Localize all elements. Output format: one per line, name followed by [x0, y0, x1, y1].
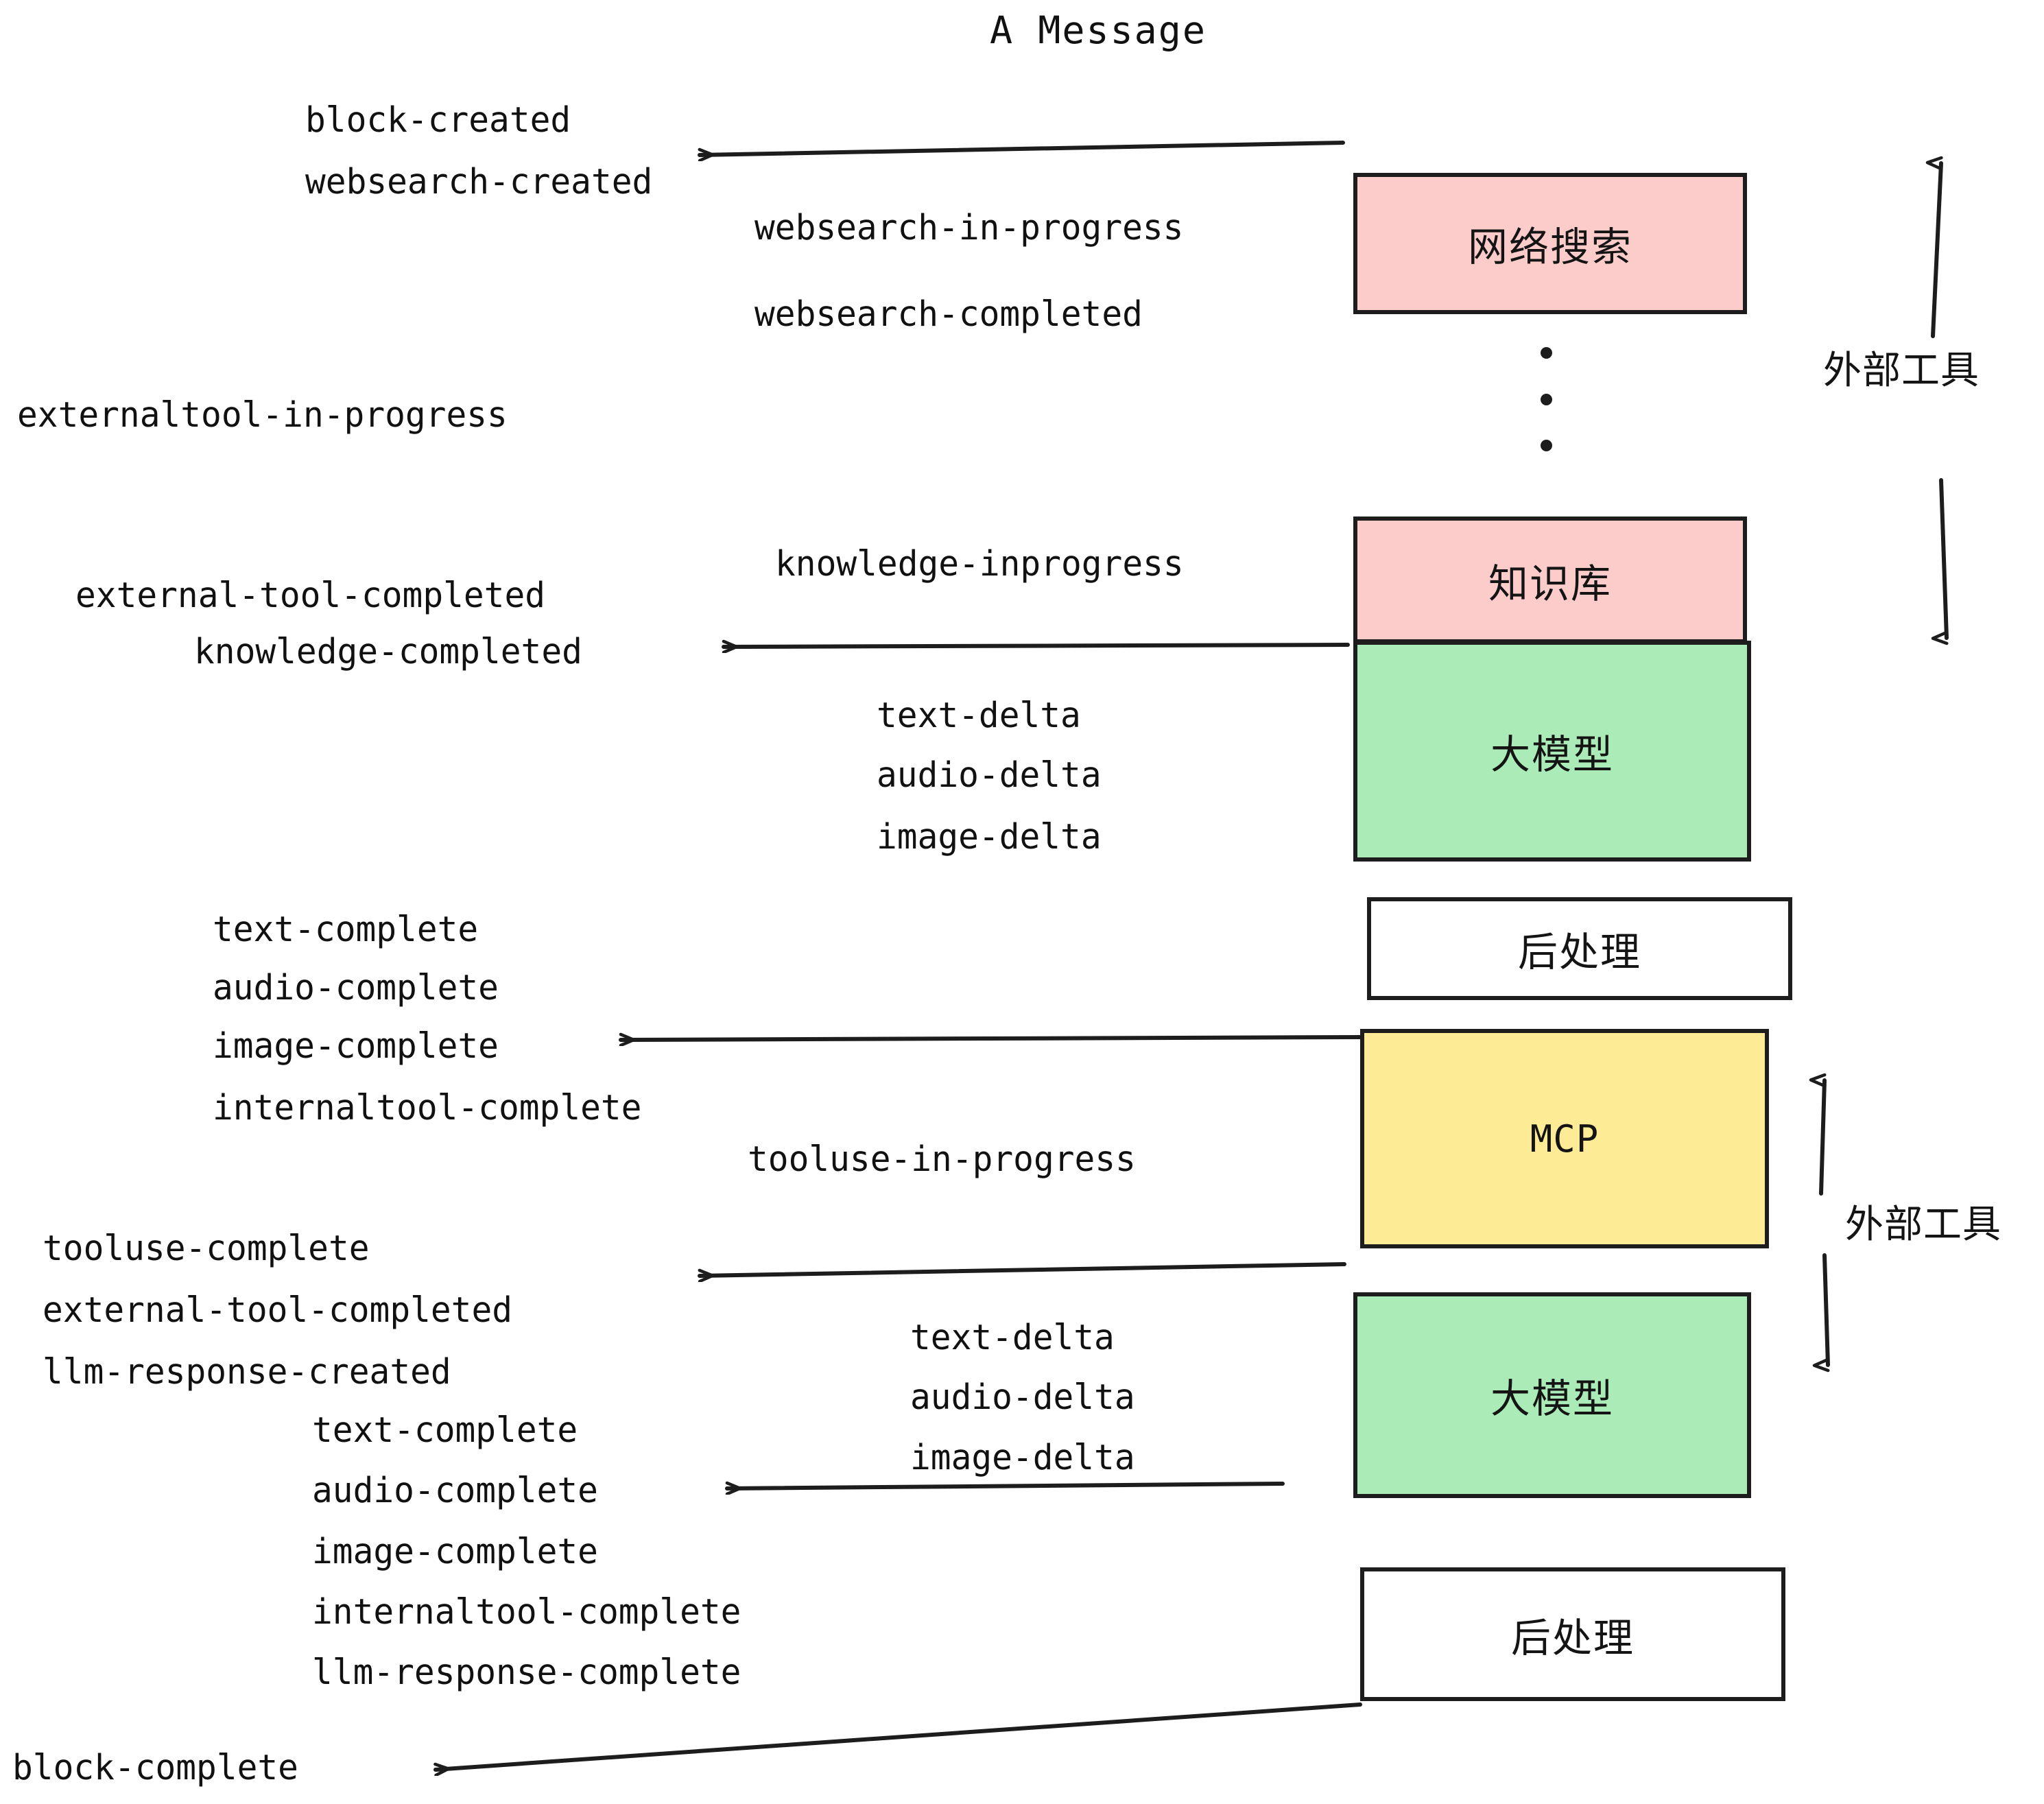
node-knowledge[interactable]: 知识库	[1353, 517, 1747, 643]
event-text-delta-1: text-delta	[877, 696, 1081, 736]
event-tooluse-complete: tooluse-complete	[43, 1229, 370, 1269]
node-websearch-label: 网络搜索	[1467, 224, 1632, 270]
bracket-label-external-tool-lower: 外部工具	[1845, 1202, 2001, 1247]
bracket-arrow-up-external-tool-upper	[1933, 163, 1943, 338]
event-image-complete-2: image-complete	[312, 1532, 598, 1572]
event-knowledge-inprogress: knowledge-inprogress	[775, 544, 1184, 584]
event-tooluse-in-progress: tooluse-in-progress	[748, 1139, 1136, 1180]
event-internaltool-complete-2: internaltool-complete	[312, 1592, 741, 1633]
arrow-mcp-to-tooluse-complete	[698, 1262, 1346, 1276]
vertical-ellipsis	[1540, 347, 1552, 451]
event-audio-delta-2: audio-delta	[910, 1377, 1135, 1418]
event-image-delta-1: image-delta	[877, 817, 1102, 857]
ellipsis-dot	[1540, 347, 1552, 359]
event-block-created: block-created	[305, 100, 571, 141]
event-audio-complete-2: audio-complete	[312, 1471, 598, 1511]
node-mcp[interactable]: MCP	[1360, 1029, 1769, 1248]
bracket-arrow-down-external-tool-upper	[1941, 478, 1949, 638]
node-llm-lower-label: 大模型	[1490, 1375, 1614, 1422]
event-audio-complete-1: audio-complete	[213, 968, 499, 1008]
node-knowledge-label: 知识库	[1488, 560, 1612, 607]
node-mcp-label: MCP	[1530, 1117, 1600, 1161]
arrow-websearch-to-created	[698, 141, 1345, 155]
node-llm-lower[interactable]: 大模型	[1353, 1292, 1751, 1498]
node-llm-upper[interactable]: 大模型	[1353, 641, 1751, 862]
event-block-complete: block-complete	[12, 1748, 298, 1788]
node-websearch[interactable]: 网络搜索	[1353, 173, 1747, 314]
node-postprocess-upper-label: 后处理	[1517, 929, 1641, 975]
event-llm-response-created: llm-response-created	[43, 1352, 451, 1392]
arrow-knowledge-to-completed	[722, 645, 1350, 647]
arrow-postprocess-to-block-complete	[433, 1702, 1362, 1770]
node-postprocess-lower-label: 后处理	[1510, 1614, 1635, 1661]
event-websearch-created: websearch-created	[305, 162, 653, 202]
bracket-arrow-up-external-tool-lower	[1821, 1080, 1827, 1196]
event-websearch-in-progress: websearch-in-progress	[754, 208, 1184, 248]
node-postprocess-lower[interactable]: 后处理	[1360, 1567, 1785, 1701]
bracket-arrow-down-external-tool-lower	[1825, 1253, 1830, 1365]
arrow-postprocess-to-image-complete	[619, 1037, 1364, 1040]
event-external-tool-completed-1: external-tool-completed	[75, 575, 546, 616]
event-image-delta-2: image-delta	[910, 1438, 1135, 1478]
event-llm-response-complete: llm-response-complete	[312, 1652, 741, 1693]
event-image-complete-1: image-complete	[213, 1026, 499, 1067]
ellipsis-dot	[1540, 440, 1552, 451]
event-text-delta-2: text-delta	[910, 1318, 1115, 1358]
event-knowledge-completed: knowledge-completed	[194, 632, 582, 672]
node-postprocess-upper[interactable]: 后处理	[1367, 897, 1792, 1000]
ellipsis-dot	[1540, 393, 1552, 405]
node-llm-upper-label: 大模型	[1490, 731, 1614, 778]
arrow-llm-to-audio-complete	[725, 1484, 1285, 1488]
event-text-complete-2: text-complete	[312, 1410, 578, 1451]
event-audio-delta-1: audio-delta	[877, 755, 1102, 796]
event-text-complete-1: text-complete	[213, 910, 479, 950]
event-websearch-completed: websearch-completed	[754, 294, 1143, 335]
event-internaltool-complete-1: internaltool-complete	[213, 1088, 642, 1128]
bracket-label-external-tool-upper: 外部工具	[1823, 348, 1980, 393]
event-externaltool-in-progress: externaltool-in-progress	[17, 395, 508, 436]
event-external-tool-completed-2: external-tool-completed	[43, 1290, 513, 1331]
page-title: A Message	[990, 8, 1207, 52]
